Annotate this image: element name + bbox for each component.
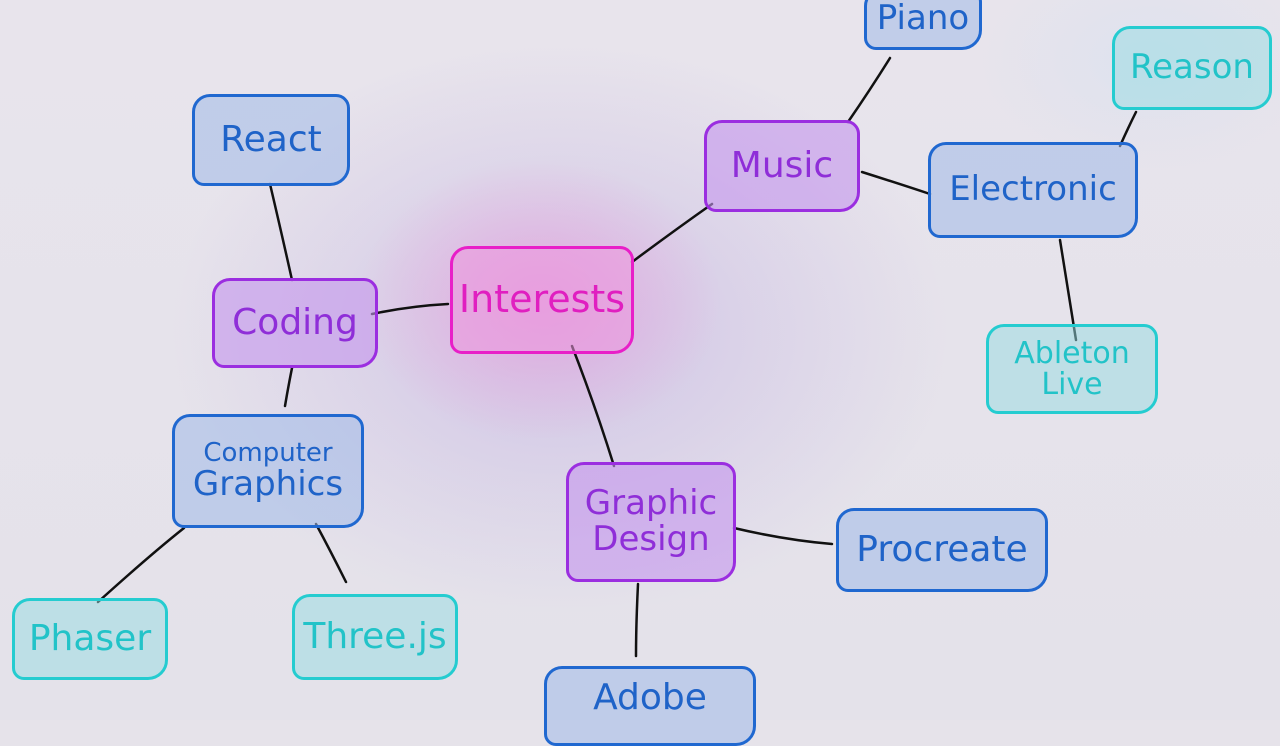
edge-interests-coding bbox=[370, 302, 450, 316]
node-computer-graphics[interactable]: Computer Graphics bbox=[172, 414, 364, 528]
edge-music-electronic bbox=[860, 170, 932, 196]
edge-gd-procreate bbox=[732, 526, 834, 546]
node-label-line2: Live bbox=[1041, 367, 1103, 402]
node-label-line2: Graphics bbox=[192, 463, 344, 504]
node-label: Piano bbox=[876, 0, 970, 39]
node-music[interactable]: Music bbox=[704, 120, 860, 212]
edge-gd-adobe bbox=[634, 582, 640, 658]
node-react[interactable]: React bbox=[192, 94, 350, 186]
node-piano[interactable]: Piano bbox=[864, 0, 982, 50]
node-label: Interests bbox=[458, 277, 626, 322]
node-label: Procreate bbox=[856, 529, 1028, 571]
node-label-line1: Ableton bbox=[1014, 335, 1130, 371]
node-threejs[interactable]: Three.js bbox=[292, 594, 458, 680]
edge-coding-react bbox=[268, 182, 294, 282]
node-label: Three.js bbox=[303, 616, 447, 658]
edge-cg-phaser bbox=[96, 526, 186, 604]
edge-cg-threejs bbox=[314, 522, 348, 584]
node-label: Coding bbox=[232, 302, 358, 344]
node-reason[interactable]: Reason bbox=[1112, 26, 1272, 110]
node-label: Electronic bbox=[949, 169, 1117, 210]
node-adobe[interactable]: Adobe bbox=[544, 666, 756, 746]
node-coding[interactable]: Coding bbox=[212, 278, 378, 368]
node-label: Music bbox=[730, 145, 834, 187]
node-graphic-design[interactable]: Graphic Design bbox=[566, 462, 736, 582]
node-interests[interactable]: Interests bbox=[450, 246, 634, 354]
node-label-line2: Design bbox=[592, 519, 710, 559]
node-phaser[interactable]: Phaser bbox=[12, 598, 168, 680]
node-label: Adobe bbox=[593, 677, 707, 718]
node-label: Reason bbox=[1130, 47, 1254, 88]
edge-interests-graphic-design bbox=[570, 344, 616, 468]
node-ableton-live[interactable]: Ableton Live bbox=[986, 324, 1158, 414]
edge-music-piano bbox=[846, 56, 892, 124]
node-electronic[interactable]: Electronic bbox=[928, 142, 1138, 238]
edge-coding-computer-graphics bbox=[283, 366, 294, 408]
node-label: Phaser bbox=[28, 618, 152, 660]
node-procreate[interactable]: Procreate bbox=[836, 508, 1048, 592]
node-label: React bbox=[220, 119, 322, 161]
edge-interests-music bbox=[630, 202, 714, 264]
node-label-line1: Graphic bbox=[584, 483, 718, 524]
node-label-line1: Computer bbox=[203, 437, 333, 468]
edge-electronic-reason bbox=[1118, 110, 1138, 148]
